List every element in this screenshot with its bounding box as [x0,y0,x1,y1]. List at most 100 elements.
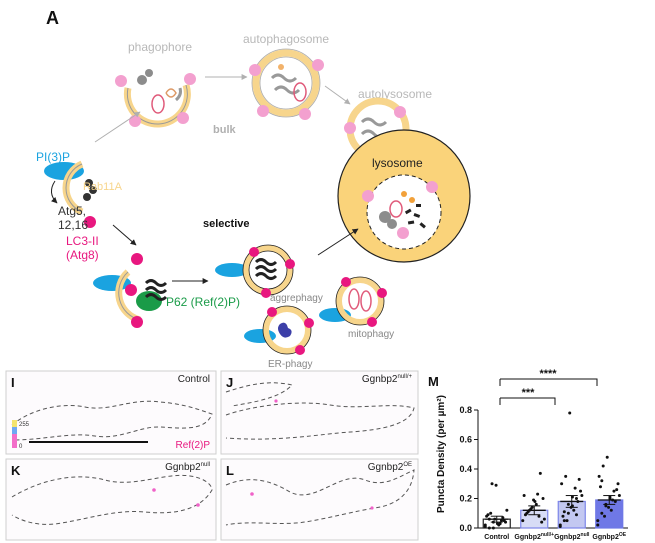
chart-point [600,479,604,483]
chart-point [579,489,583,493]
chart-point [597,474,601,478]
chart-point [600,511,604,515]
bulk-arrow-3 [324,85,351,105]
autolysosome-label: autolysosome [358,87,432,101]
bulk-label: bulk [213,124,236,136]
chart-point [573,486,577,490]
chart-point [536,492,540,496]
significance-label-oe: **** [539,368,557,380]
chart-point [541,497,545,500]
micrograph-k-letter: K [11,463,21,478]
chart-point [566,502,570,506]
chart-y-tick-label: 0.6 [459,435,472,445]
chart-y-axis-label: Puncta Density (per µm²) [436,395,447,513]
chart-point [607,505,611,509]
stain-label: Ref(2)P [176,440,211,451]
chart-point [612,489,616,493]
selective-label: selective [203,218,249,230]
chart-y-tick-label: 0.2 [459,494,472,504]
micrograph-j-letter: J [226,375,233,390]
chart-point [540,520,544,524]
phagophore-illustration [115,69,196,128]
chart-point [615,488,619,492]
autophagosome-label: autophagosome [243,32,329,46]
micrograph-l [220,458,419,541]
chart-point [574,497,578,500]
colorbar-min: 0 [19,444,23,450]
chart-point [490,482,494,486]
chart-point [498,522,502,526]
initiation-complex [44,160,97,228]
lc3-label-line2: (Atg8) [66,248,99,262]
chart-category-label: Ggnbp2null [554,532,590,541]
chart-point [609,508,613,512]
chart-point [542,517,546,521]
chart-y-tick-label: 0.4 [459,464,472,474]
chart-point [499,519,503,523]
chart-point [489,511,493,515]
atg5-label-line2: 12,16 [58,218,88,232]
chart-point [522,494,526,498]
chart-point [530,505,534,509]
chart-y-tick-label: 0.0 [459,523,472,533]
lysosome-illustration [337,129,471,263]
lc3-label-line1: LC3-II [66,234,99,248]
chart-point [562,510,566,514]
significance-label-null: *** [522,387,536,399]
significance-brackets [499,378,598,405]
chart-point [523,513,527,517]
chart-point [505,508,509,512]
chart-point [494,483,498,487]
chart-point [487,526,491,530]
aggrephagy-label: aggrephagy [270,293,323,304]
chart-category-label: Ggnbp2null/+ [514,532,554,541]
chart-point [534,502,538,506]
panel-a-letter: A [46,8,59,28]
chart-point [616,482,620,486]
cargo-recognition [93,253,168,328]
chart-point [598,485,602,489]
chart-point [596,519,600,523]
micrograph-i-letter: I [11,375,15,390]
er-phagy-illustration [244,305,314,355]
chart-point [486,513,490,517]
chart-point [562,519,566,523]
micrograph-i-label: Control [178,374,210,385]
chart-point [565,519,569,523]
er-phagy-label: ER-phagy [268,359,312,370]
chart-point [613,499,617,503]
chart-point [566,511,570,515]
chart-point [491,526,495,530]
colorbar-max: 255 [19,422,30,428]
chart-point [561,514,565,518]
chart-point [568,411,572,415]
chart-point [617,494,621,498]
pi3p-label: PI(3)P [36,150,70,164]
micrograph-j-label: Ggnbp2null/+ [362,374,413,385]
chart-point [560,482,564,486]
lysosome-label: lysosome [372,156,423,170]
mitophagy-illustration [319,276,387,327]
chart-point [580,494,584,498]
micrograph-l-label: Ggnbp2OE [368,462,412,473]
chart-point [605,455,609,459]
rab11a-label: Rab11A [83,181,123,193]
chart-point [564,474,568,478]
phagophore-label: phagophore [128,40,192,54]
chart-point [574,513,578,517]
micrograph-k-label: Ggnbp2null [165,462,210,473]
chart-point [603,514,607,518]
chart-point [601,464,605,468]
chart-y-tick-label: 0.8 [459,405,472,415]
chart-point [502,519,506,523]
chart-point [538,471,542,475]
chart-point [483,525,487,529]
chart-category-label: Ggnbp2OE [592,532,626,541]
micrograph-j [220,370,419,455]
chart-point [577,477,581,481]
selective-arrow-1 [112,224,137,246]
chart-category-label: Control [484,534,509,541]
chart-point [558,525,562,529]
